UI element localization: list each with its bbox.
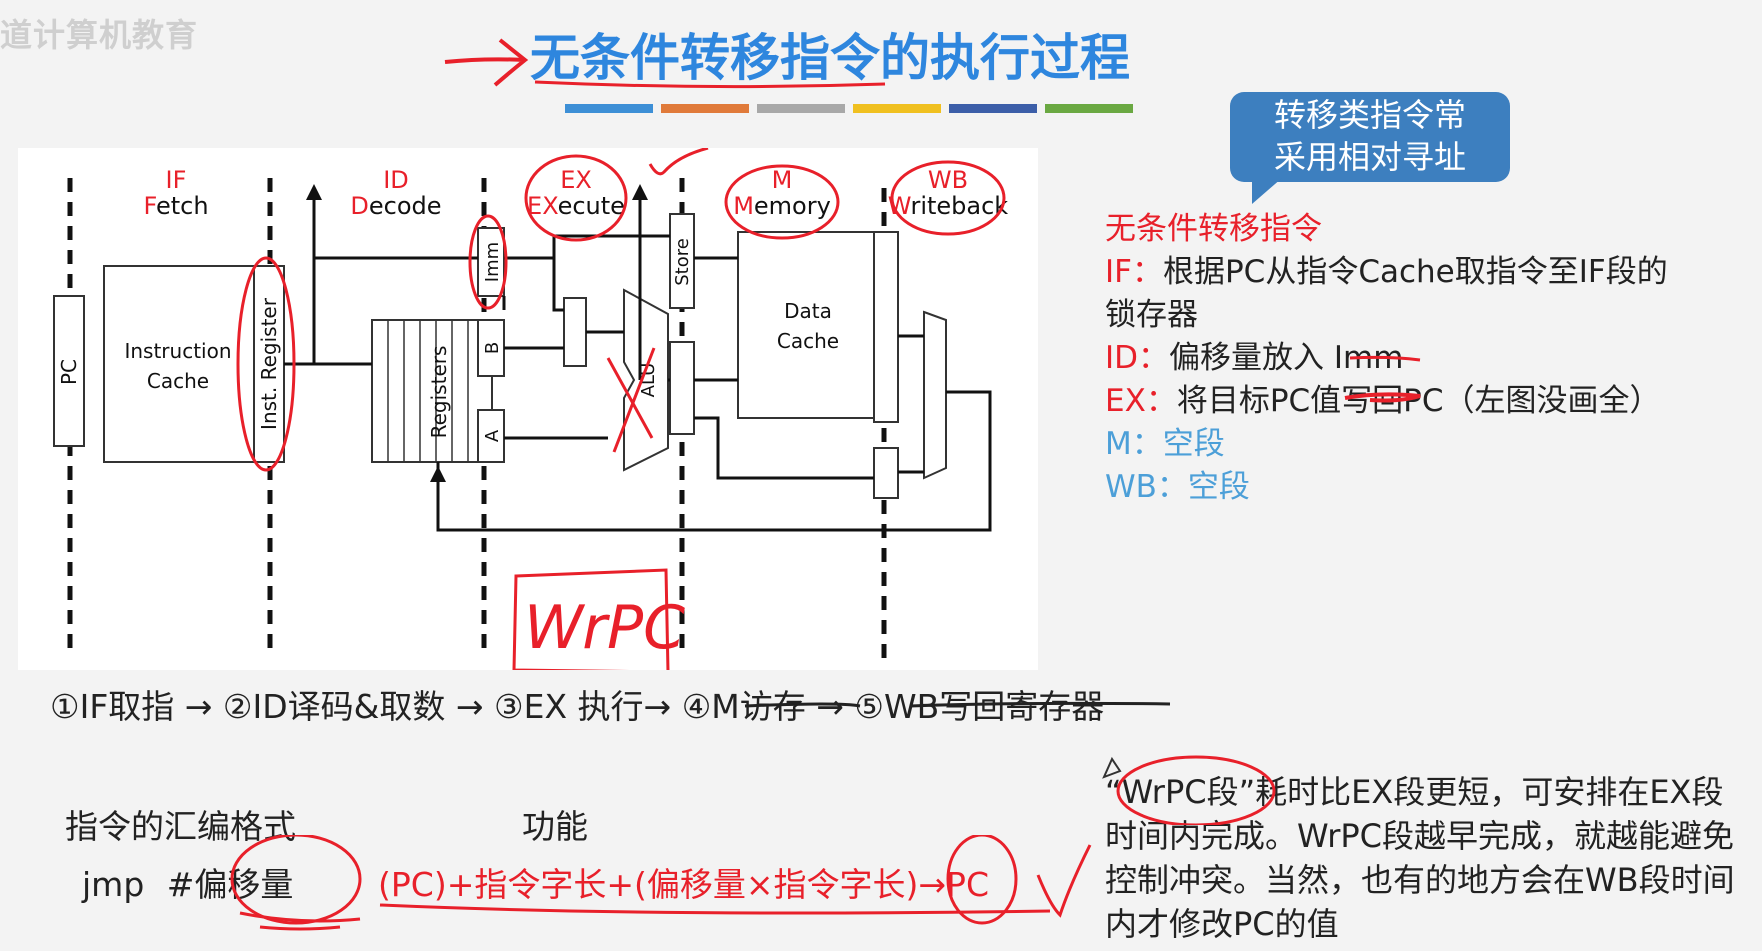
notes-heading: 无条件转移指令 [1105, 211, 1322, 247]
stage-wb-abbr: WB [928, 166, 968, 194]
alu-label: ALU [638, 363, 659, 398]
steps-strikethrough [744, 701, 1171, 708]
watermark: 道计算机教育 [0, 16, 199, 54]
stage-ex-name: EXecute [527, 192, 625, 220]
stage-m-abbr: M [772, 166, 793, 194]
annotation-wb-circle [890, 160, 1006, 236]
callout-bubble: 转移类指令常 采用相对寻址 [1230, 92, 1510, 204]
dcache-label-1: Data [784, 299, 832, 323]
icache-label-1: Instruction [124, 339, 231, 363]
inst-register-label: Inst. Register [257, 297, 281, 430]
annotation-check-ex [648, 148, 709, 176]
annotation-imm-circle [468, 214, 508, 310]
registers-label: Registers [427, 346, 451, 439]
color-bar [757, 104, 845, 113]
function-heading: 功能 [522, 807, 588, 846]
wb-latch-1 [873, 231, 899, 423]
formula-annotations [230, 835, 1092, 931]
asm-operand: #偏移量 [166, 865, 294, 904]
note-id-label: ID： [1105, 340, 1170, 376]
asm-opcode: jmp [82, 865, 145, 904]
color-bar [853, 104, 941, 113]
mux-ex [563, 297, 587, 367]
note-wb-text: 空段 [1187, 469, 1250, 505]
stage-ex-abbr: EX [560, 166, 592, 194]
asm-instruction: jmp #偏移量 [82, 858, 293, 906]
wb-latch-2 [873, 447, 899, 499]
stage-if-abbr: IF [166, 166, 187, 194]
remark-term: WrPC段 [1121, 773, 1239, 811]
note-if-text-2: 锁存器 [1105, 297, 1198, 333]
store-latch [669, 213, 695, 309]
remark-quote-close: ” [1238, 773, 1256, 811]
remark-quote-open: “ [1105, 773, 1122, 811]
note-ex-text: 将目标PC值写回PC（左图没画全） [1176, 383, 1661, 419]
stage-id-abbr: ID [383, 166, 409, 194]
annotation-wrpc-box [512, 568, 670, 670]
annotation-ex-circle [524, 154, 628, 242]
wrpc-label: WrPC [524, 593, 685, 663]
pc-label: PC [57, 359, 81, 385]
note-m-text: 空段 [1162, 426, 1225, 462]
stage-wb-name: Writeback [888, 192, 1009, 220]
note-m-label: M： [1105, 426, 1163, 462]
m-latch [669, 341, 695, 435]
note-if-label: IF： [1105, 254, 1163, 290]
title-arrow [444, 38, 529, 87]
format-heading: 指令的汇编格式 [65, 807, 296, 846]
imm-label: Imm [482, 242, 503, 282]
instruction-cache [103, 265, 255, 463]
a-label: A [482, 429, 503, 442]
note-wb-label: WB： [1105, 469, 1188, 505]
dcache-label-2: Cache [777, 329, 839, 353]
a-latch [477, 409, 505, 463]
color-bar [661, 104, 749, 113]
store-label: Store [672, 238, 693, 286]
function-formula: (PC)+指令字长+(偏移量×指令字长)→PC [378, 865, 989, 904]
annotation-ir-circle [236, 256, 296, 472]
title-underline-scribble [534, 80, 886, 89]
color-bar [949, 104, 1037, 113]
callout-line-1: 转移类指令常 [1273, 96, 1466, 134]
pc-latch [53, 295, 85, 447]
notes-panel: 无条件转移指令 IF：根据PC从指令Cache取指令至IF段的 锁存器 ID：偏… [1105, 208, 1745, 509]
color-bar [565, 104, 653, 113]
alu [623, 288, 669, 472]
annotation-alu-cross [606, 347, 656, 453]
pipeline-diagram: IF Fetch ID Decode EX EXecute M Memory W… [53, 148, 1009, 670]
title-color-bars [565, 104, 1133, 113]
note-if-text: 根据PC从指令Cache取指令至IF段的 [1162, 254, 1668, 290]
register-file [371, 319, 493, 463]
imm-latch [477, 227, 505, 297]
remark-annotations [1102, 755, 1276, 825]
stage-m-name: Memory [733, 192, 831, 220]
b-label: B [482, 342, 503, 354]
annotation-m-circle [724, 164, 840, 240]
data-cache [737, 231, 879, 419]
page-title: 无条件转移指令的执行过程 [530, 29, 1130, 87]
icache-label-2: Cache [147, 369, 209, 393]
inst-register-latch [253, 265, 285, 463]
callout-line-2: 采用相对寻址 [1273, 138, 1466, 176]
stage-id-name: Decode [350, 192, 441, 220]
stage-if-name: Fetch [143, 192, 208, 220]
color-bar [1045, 104, 1133, 113]
notes-scribbles [1344, 355, 1421, 403]
mux-wb [923, 310, 947, 480]
note-ex-label: EX： [1105, 383, 1177, 419]
